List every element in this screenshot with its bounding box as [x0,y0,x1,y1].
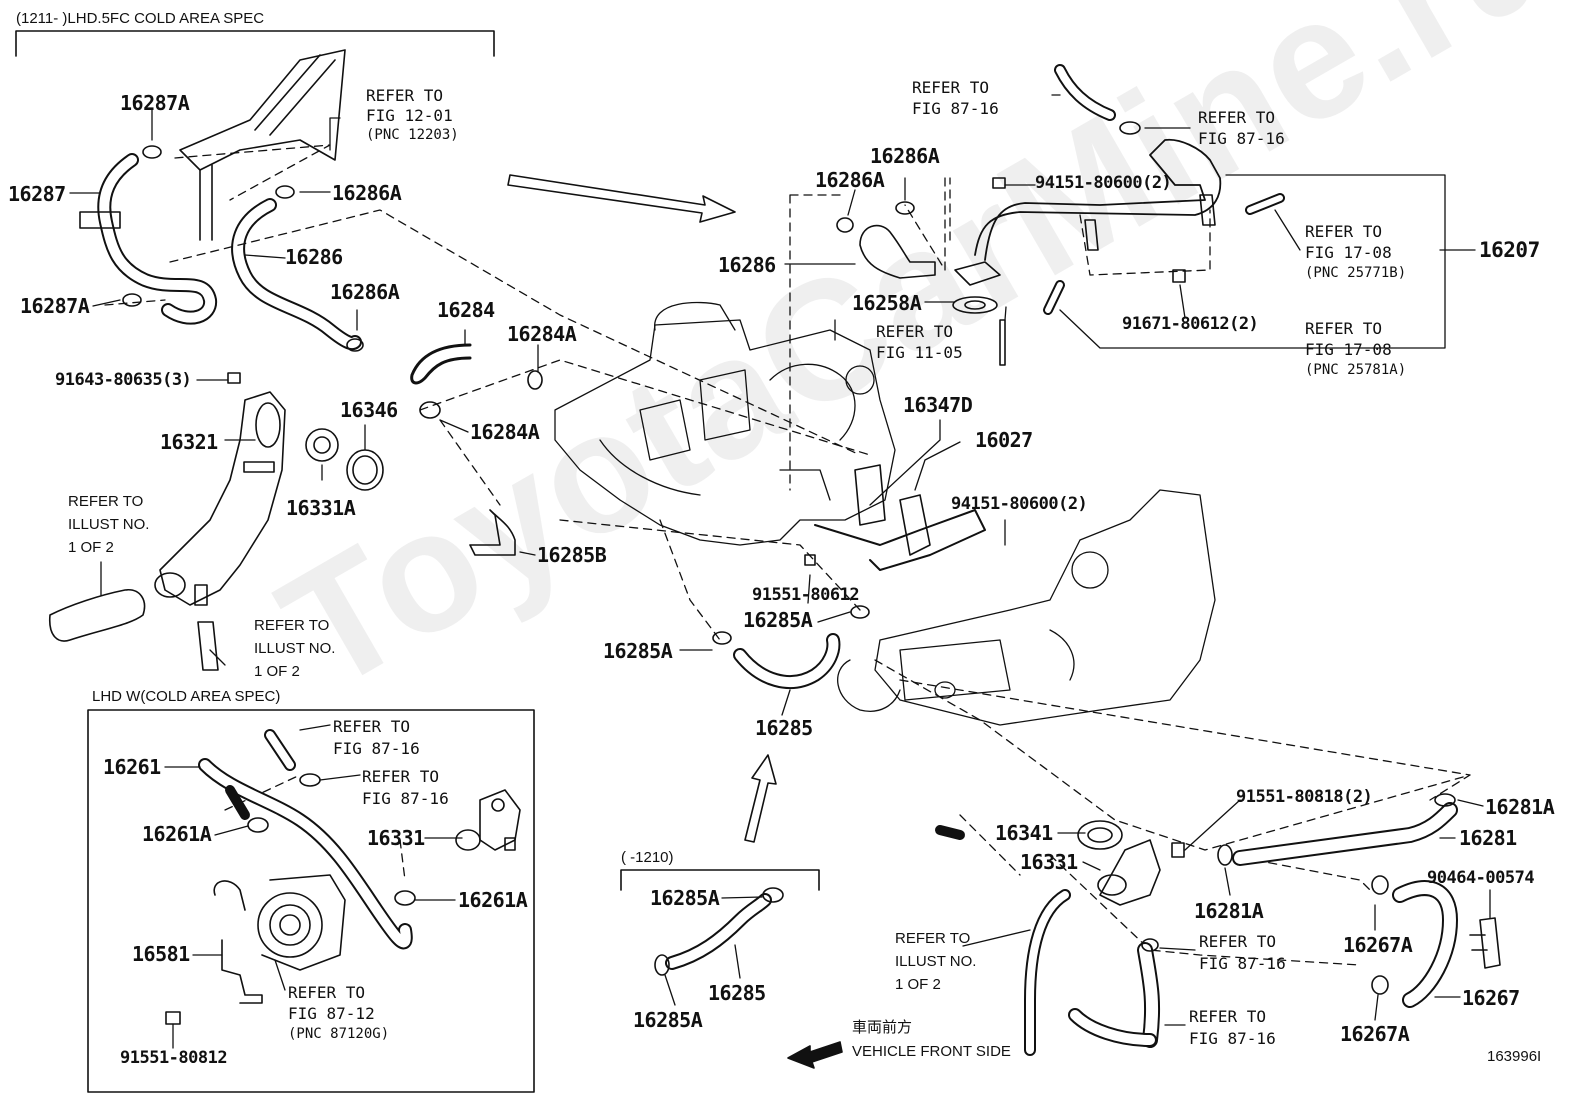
part-label[interactable]: 16286 [285,245,343,269]
hose-16286-left [231,185,364,352]
part-label[interactable]: 16285 [755,716,813,740]
part-label[interactable]: 16285B [537,543,607,567]
ref-fig-87-16-box-mid[interactable]: REFER TO FIG 87-16 [362,767,449,808]
pipe-16207 [952,64,1285,366]
part-label[interactable]: 16284A [507,322,577,346]
front-arrow [787,1041,843,1069]
engine-right [837,489,1216,726]
ref-fig-12-01[interactable]: REFER TO FIG 12-01 (PNC 12203) [366,86,459,143]
part-label[interactable]: 16286A [815,168,885,192]
direction-arrows [507,174,777,843]
part-label[interactable]: 16331A [286,496,356,520]
box-heater-16581 [165,874,346,1025]
part-label[interactable]: 91551-80812 [120,1048,228,1068]
part-label[interactable]: 16261 [103,755,161,779]
part-label[interactable]: 16285A [633,1008,703,1032]
part-label[interactable]: 16346 [340,398,398,422]
part-label[interactable]: 16286 [718,253,776,277]
vehicle-front-en: VEHICLE FRONT SIDE [852,1043,1011,1060]
hose-16284 [410,343,543,556]
ref-fig-87-12[interactable]: REFER TO FIG 87-12 (PNC 87120G) [288,983,390,1042]
figure-id: 163996I [1487,1048,1542,1065]
part-label[interactable]: 16285A [743,608,813,632]
part-label[interactable]: 16581 [132,942,190,966]
part-label[interactable]: 16285A [650,886,720,910]
part-label[interactable]: 16285 [708,981,766,1005]
part-label[interactable]: 16287A [20,294,90,318]
thermostat-16331-right [935,820,1185,1056]
part-label[interactable]: 16281A [1485,795,1555,819]
hose-stubs-left [48,589,219,671]
part-label[interactable]: 16281 [1459,826,1517,850]
inset-hose-16285 [654,887,784,976]
ref-fig-11-05[interactable]: REFER TO FIG 11-05 [876,322,963,362]
hose-16286-center [836,201,936,279]
part-label[interactable]: 16331 [367,826,425,850]
ref-fig-17-08-b[interactable]: REFER TO FIG 17-08 (PNC 25771B) [1305,222,1407,281]
part-label[interactable]: 16286A [332,181,402,205]
thermostat-16331A [305,428,384,491]
part-label[interactable]: 91551-80818(2) [1236,787,1373,807]
part-label[interactable]: 16261A [458,888,528,912]
part-label[interactable]: 16286A [330,280,400,304]
part-label[interactable]: 94151-80600(2) [1035,173,1172,193]
hose-16287 [79,145,218,325]
section-title-inset: ( -1210) [621,849,674,866]
part-label[interactable]: 91551-80612 [752,585,860,605]
ref-illust-center-left[interactable]: REFER TO ILLUST NO. 1 OF 2 [254,617,336,680]
vehicle-front-jp: 車両前方 [852,1019,913,1036]
coolant-pipe-16027 [814,464,986,571]
part-label[interactable]: 16207 [1479,238,1540,262]
engine-block [554,301,896,546]
hose-16285 [712,554,870,690]
part-label[interactable]: 16287 [8,182,66,206]
box-hose-16261 [198,729,416,950]
part-label[interactable]: 90464-00574 [1427,868,1535,888]
part-label[interactable]: 16027 [975,428,1033,452]
part-label[interactable]: 16286A [870,144,940,168]
outlet-16321 [154,372,286,606]
part-label[interactable]: 16347D [903,393,973,417]
leader-lines [69,94,1491,1049]
part-label[interactable]: 91643-80635(3) [55,370,192,390]
part-label[interactable]: 94151-80600(2) [951,494,1088,514]
part-label[interactable]: 16321 [160,430,218,454]
part-label[interactable]: 16284 [437,298,495,322]
part-label[interactable]: 16261A [142,822,212,846]
section-brackets [15,30,820,1093]
ref-fig-87-16-top-right[interactable]: REFER TO FIG 87-16 [1198,108,1285,148]
part-label[interactable]: 16267 [1462,986,1520,1010]
ref-fig-87-16-bottom[interactable]: REFER TO FIG 87-16 [1189,1007,1276,1048]
part-label[interactable]: 16267A [1343,933,1413,957]
ref-fig-87-16-top[interactable]: REFER TO FIG 87-16 [912,78,999,118]
box-thermostat-16331 [455,789,521,851]
ref-illust-right[interactable]: REFER TO ILLUST NO. 1 OF 2 [895,930,977,993]
bracket-12203 [179,49,346,241]
dashed-leaders [104,144,1471,966]
part-label[interactable]: 16285A [603,639,673,663]
part-label[interactable]: 16267A [1340,1022,1410,1046]
ref-fig-87-16-box-top[interactable]: REFER TO FIG 87-16 [333,717,420,758]
section-title-top-left: (1211- )LHD.5FC COLD AREA SPEC [16,10,265,27]
hose-16267 [1371,875,1501,1008]
ref-fig-17-08-a[interactable]: REFER TO FIG 17-08 (PNC 25781A) [1305,319,1407,378]
ref-illust-left[interactable]: REFER TO ILLUST NO. 1 OF 2 [68,493,150,556]
part-label[interactable]: 16287A [120,91,190,115]
part-label[interactable]: 16331 [1020,850,1078,874]
hose-16281 [1217,793,1458,866]
part-label[interactable]: 16258A [852,291,922,315]
part-label[interactable]: 91671-80612(2) [1122,314,1259,334]
part-label[interactable]: 16284A [470,420,540,444]
part-label[interactable]: 16281A [1194,899,1264,923]
ref-fig-87-16-right[interactable]: REFER TO FIG 87-16 [1199,932,1286,973]
section-title-lower-box: LHD W(COLD AREA SPEC) [92,688,281,705]
part-label[interactable]: 16341 [995,821,1053,845]
